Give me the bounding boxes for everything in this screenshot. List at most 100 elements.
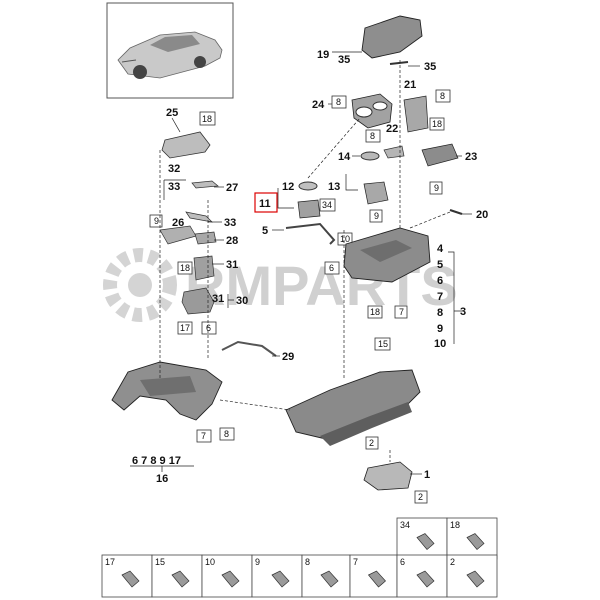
ref-box-17[interactable]: 17 — [180, 323, 190, 333]
leader-line — [171, 117, 181, 133]
callout-10[interactable]: 10 — [434, 338, 446, 350]
part-31-holder[interactable] — [193, 255, 215, 281]
ref-box-7b[interactable]: 7 — [399, 307, 404, 317]
part-25-module[interactable] — [161, 131, 211, 159]
ref-box-6b[interactable]: 6 — [329, 263, 334, 273]
legend-cell-18[interactable]: 18 — [446, 517, 498, 560]
part-19-armrest-lid[interactable] — [361, 15, 423, 59]
part-20-screw[interactable] — [449, 208, 463, 216]
callout-4[interactable]: 4 — [437, 243, 444, 255]
highlight-box-11[interactable] — [254, 192, 278, 213]
callout-9[interactable]: 9 — [437, 323, 443, 335]
callout-23[interactable]: 23 — [465, 151, 477, 163]
callout-8[interactable]: 8 — [437, 307, 443, 319]
ref-box-18[interactable]: 18 — [202, 114, 212, 124]
callout-20[interactable]: 20 — [476, 209, 488, 221]
ref-box-2[interactable]: 2 — [369, 438, 374, 448]
callout-14[interactable]: 14 — [338, 151, 351, 163]
callout-16[interactable]: 16 — [156, 473, 168, 485]
part-27-bracket[interactable] — [191, 180, 219, 189]
ref-box-34[interactable]: 34 — [322, 200, 332, 210]
callout-29[interactable]: 29 — [282, 351, 294, 363]
part-21-switch-panel[interactable] — [403, 95, 429, 133]
ref-box-8[interactable]: 8 — [224, 429, 229, 439]
fastener-icon — [416, 570, 435, 588]
callout-27[interactable]: 27 — [226, 182, 238, 194]
callout-30[interactable]: 30 — [236, 295, 248, 307]
callout-28[interactable]: 28 — [226, 235, 238, 247]
ref-box-10[interactable]: 10 — [340, 234, 350, 244]
part-24-cupholder-trim[interactable] — [351, 93, 393, 129]
ref-box-7[interactable]: 7 — [201, 431, 206, 441]
legend-cell-2[interactable]: 2 — [446, 554, 498, 598]
callout-7[interactable]: 7 — [437, 291, 443, 303]
fastener-icon — [221, 570, 240, 588]
legend-number: 2 — [450, 557, 455, 567]
legend-number: 8 — [305, 557, 310, 567]
ref-box-15[interactable]: 15 — [378, 339, 388, 349]
part-22-clip[interactable] — [383, 145, 405, 159]
part-31-bracket-assembly[interactable] — [181, 287, 215, 315]
callout-19[interactable]: 19 — [317, 49, 329, 61]
callout-12[interactable]: 12 — [282, 181, 294, 193]
part-29-cable[interactable] — [221, 340, 277, 357]
callout-32[interactable]: 32 — [168, 163, 180, 175]
callout-11[interactable]: 11 — [259, 198, 271, 210]
callout-22[interactable]: 22 — [386, 123, 398, 135]
callout-31b[interactable]: 31 — [212, 293, 224, 305]
callout-35[interactable]: 35 — [338, 54, 350, 66]
group-label: 6 7 8 9 17 — [132, 455, 181, 467]
part-12-disk[interactable] — [298, 181, 318, 191]
ref-box-18c[interactable]: 18 — [432, 119, 442, 129]
bracket — [163, 179, 186, 200]
callout-6[interactable]: 6 — [437, 275, 443, 287]
callout-35b[interactable]: 35 — [424, 61, 436, 73]
callout-21[interactable]: 21 — [404, 79, 416, 91]
callout-13[interactable]: 13 — [328, 181, 340, 193]
callout-31[interactable]: 31 — [226, 259, 238, 271]
callout-5b[interactable]: 5 — [437, 259, 443, 271]
ref-box-9b[interactable]: 9 — [434, 183, 439, 193]
ref-box-8d[interactable]: 8 — [440, 91, 445, 101]
part-11-cupholder[interactable] — [297, 199, 321, 219]
callout-24[interactable]: 24 — [312, 99, 325, 111]
ref-box-8c[interactable]: 8 — [370, 131, 375, 141]
ref-box-18d[interactable]: 18 — [370, 307, 380, 317]
callout-25[interactable]: 25 — [166, 107, 178, 119]
part-13-cup[interactable] — [363, 181, 389, 205]
ref-box[interactable] — [199, 111, 216, 126]
callout-3[interactable]: 3 — [460, 306, 466, 318]
legend-cell-6[interactable]: 6 — [396, 554, 448, 598]
callout-33b[interactable]: 33 — [224, 217, 236, 229]
ref-box-18b[interactable]: 18 — [180, 263, 190, 273]
part-28-clip[interactable] — [194, 231, 217, 245]
legend-cell-7[interactable]: 7 — [349, 554, 398, 598]
legend-cell-8[interactable]: 8 — [301, 554, 351, 598]
ref-box-9c[interactable]: 9 — [374, 211, 379, 221]
legend-cell-9[interactable]: 9 — [251, 554, 303, 598]
part-14-insert[interactable] — [360, 151, 380, 161]
part-35-pin[interactable] — [389, 61, 409, 65]
callout-5[interactable]: 5 — [262, 225, 268, 237]
part-23-switch[interactable] — [421, 143, 459, 167]
legend-cell-15[interactable]: 15 — [151, 554, 203, 598]
ref-box-9[interactable]: 9 — [154, 216, 159, 226]
callout-1[interactable]: 1 — [424, 469, 430, 481]
ref-box-8b[interactable]: 8 — [336, 97, 341, 107]
ref-box-6[interactable]: 6 — [206, 323, 211, 333]
part-16-frame[interactable] — [111, 361, 223, 421]
part-3-console-upper[interactable] — [343, 227, 431, 283]
legend-number: 10 — [205, 557, 215, 567]
part-5-strip[interactable] — [285, 222, 336, 245]
legend-cell-17[interactable]: 17 — [101, 554, 153, 598]
legend-number: 17 — [105, 557, 115, 567]
callout-33[interactable]: 33 — [168, 181, 180, 193]
legend-cell-34[interactable]: 34 — [396, 517, 448, 560]
part-1-bracket[interactable] — [363, 461, 413, 491]
legend-cell-10[interactable]: 10 — [201, 554, 253, 598]
part-console-lower[interactable] — [285, 369, 421, 446]
ref-box-2b[interactable]: 2 — [418, 492, 423, 502]
callout-26[interactable]: 26 — [172, 217, 184, 229]
